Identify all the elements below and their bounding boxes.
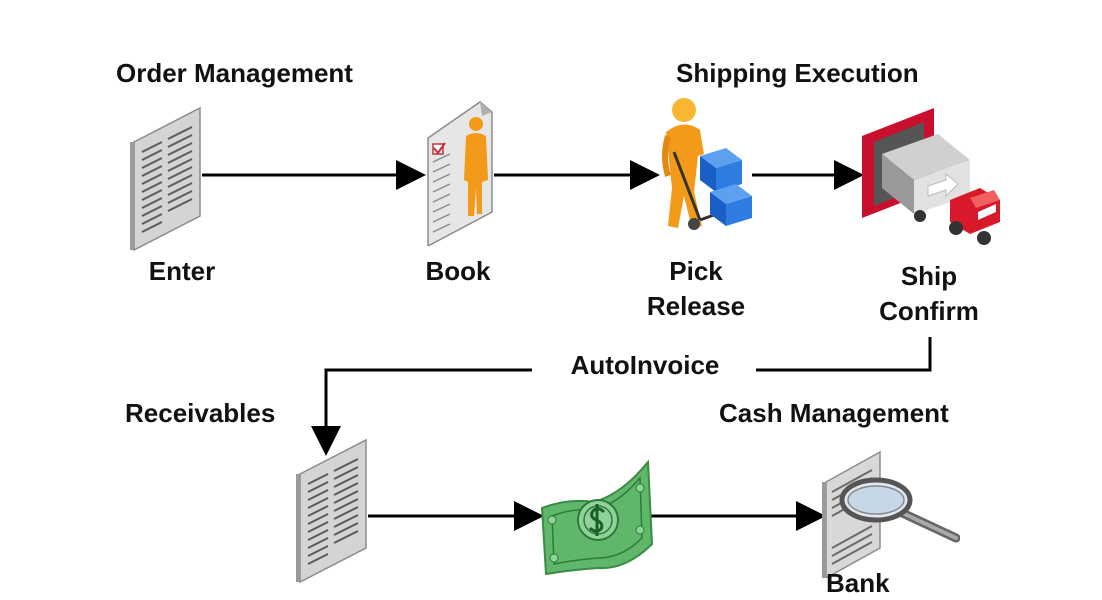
step-ship-label: Ship bbox=[900, 261, 958, 291]
step-book-label: Book bbox=[425, 256, 491, 286]
section-receivables: Receivables bbox=[125, 398, 276, 428]
step-bank-label-partial: Bank bbox=[826, 568, 890, 598]
order-to-cash-diagram: Order Management Shipping Execution Rece… bbox=[116, 58, 1000, 598]
invoice-document-icon bbox=[296, 438, 367, 584]
dollar-bill-icon bbox=[540, 459, 654, 576]
step-release-label: Release bbox=[646, 291, 746, 321]
step-confirm-label: Confirm bbox=[879, 296, 979, 326]
step-autoinvoice-label: AutoInvoice bbox=[570, 350, 720, 380]
section-shipping-execution: Shipping Execution bbox=[676, 58, 919, 88]
connectors bbox=[202, 160, 932, 531]
section-order-management: Order Management bbox=[116, 58, 353, 88]
step-pick-label: Pick bbox=[669, 256, 723, 286]
section-cash-management: Cash Management bbox=[719, 398, 949, 428]
person-document-icon bbox=[427, 101, 493, 246]
arrow-autoinvoice-receivables bbox=[311, 368, 532, 456]
magnifier-document-icon bbox=[822, 450, 960, 578]
arrow-ship-autoinvoice bbox=[756, 337, 932, 372]
truck-dock-icon bbox=[862, 108, 1000, 245]
document-icon bbox=[130, 106, 201, 252]
step-enter-label: Enter bbox=[148, 256, 216, 286]
person-hand-truck-icon bbox=[662, 98, 752, 230]
